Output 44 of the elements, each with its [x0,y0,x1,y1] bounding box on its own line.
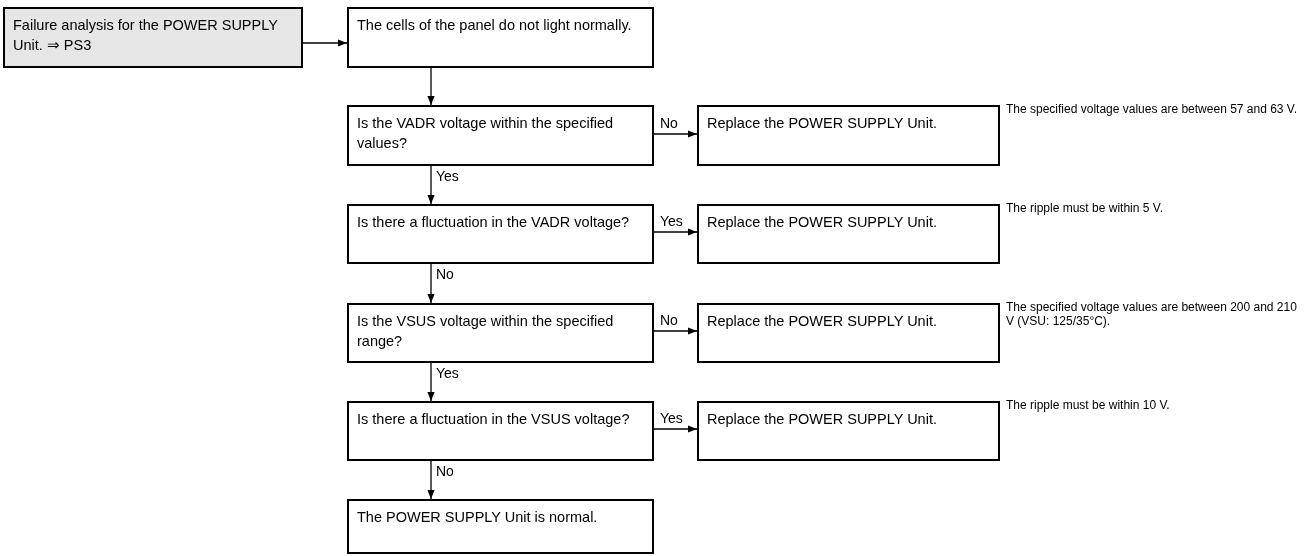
edge-label: Yes [659,213,684,229]
box-text: Replace the POWER SUPPLY Unit. [707,114,938,133]
arrow [653,130,698,138]
note-text: The specified voltage values are between 200 and 210 V (VSU: 125/35°C). [1006,300,1298,328]
box-text: Is there a fluctuation in the VADR voltage? [357,213,631,232]
process-box [697,204,1000,264]
process-box [697,105,1000,166]
box-text: Failure analysis for the POWER SUPPLY Unit. ⇒ PS3 [13,16,279,55]
arrow [427,460,435,500]
process-box [347,105,654,166]
arrow [427,165,435,205]
box-text: Replace the POWER SUPPLY Unit. [707,312,938,331]
note-text: The specified voltage values are between 57 and 63 V. [1006,102,1299,116]
arrow [302,39,348,47]
process-box [347,401,654,461]
edge-label: Yes [435,365,460,381]
edge-label: No [659,312,679,328]
box-text: The cells of the panel do not light normally. [357,16,633,35]
box-text: Is the VADR voltage within the specified values? [357,114,615,153]
arrow [653,228,698,236]
edge-label: No [435,266,455,282]
start-box [3,7,303,68]
arrow [427,362,435,402]
box-text: The POWER SUPPLY Unit is normal. [357,508,599,527]
note-text: The ripple must be within 5 V. [1006,201,1164,215]
box-text: Replace the POWER SUPPLY Unit. [707,410,938,429]
edge-label: Yes [659,410,684,426]
arrow [653,327,698,335]
edge-label: No [659,115,679,131]
note-text: The ripple must be within 10 V. [1006,398,1171,412]
box-text: Is the VSUS voltage within the specified range? [357,312,615,351]
arrow [427,67,435,106]
box-text: Is there a fluctuation in the VSUS voltage? [357,410,631,429]
arrow [427,263,435,304]
process-box [347,303,654,363]
process-box [697,303,1000,363]
arrow [653,425,698,433]
edge-label: No [435,463,455,479]
process-box [347,7,654,68]
process-box [697,401,1000,461]
edge-label: Yes [435,168,460,184]
process-box [347,204,654,264]
process-box [347,499,654,554]
box-text: Replace the POWER SUPPLY Unit. [707,213,938,232]
